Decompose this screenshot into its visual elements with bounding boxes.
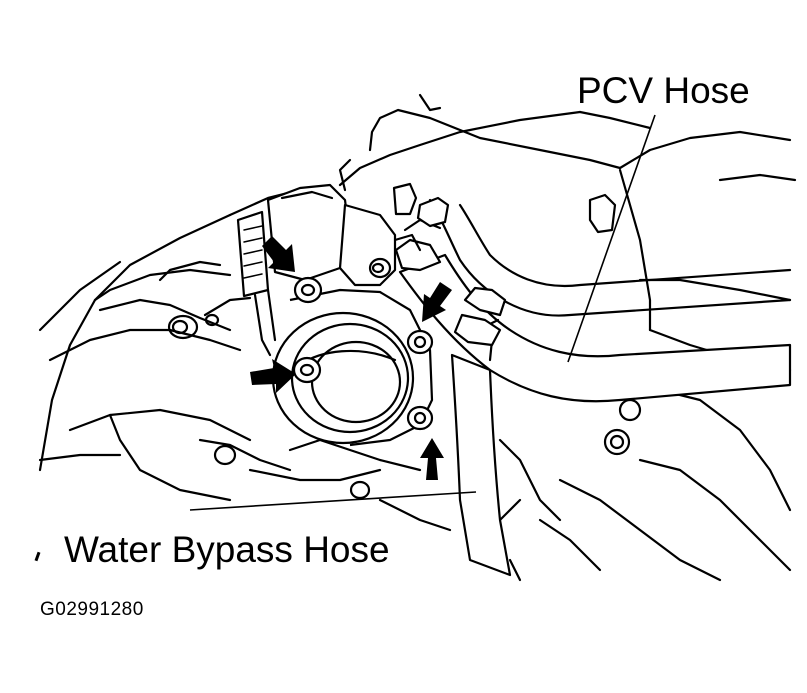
bolt-left bbox=[292, 356, 322, 384]
arrow-right-lower-bolt bbox=[420, 438, 444, 480]
arrow-upper-bolt bbox=[262, 236, 295, 272]
arrow-right-upper-bolt bbox=[422, 282, 452, 322]
bolt-right-lower bbox=[406, 405, 434, 431]
removal-arrows bbox=[250, 236, 452, 480]
water-bypass-hose bbox=[450, 313, 512, 577]
pcv-hose bbox=[394, 196, 792, 403]
pcv-hose-label: PCV Hose bbox=[577, 70, 750, 111]
water-bypass-hose-leader bbox=[189, 491, 477, 511]
pcv-hose-leader bbox=[567, 114, 656, 363]
bolt-upper bbox=[293, 276, 323, 304]
figure-code: G02991280 bbox=[40, 599, 144, 620]
bolt-right-upper bbox=[406, 329, 434, 355]
arrow-left-bolt bbox=[250, 359, 296, 393]
water-bypass-hose-label: Water Bypass Hose bbox=[64, 529, 390, 570]
throttle-body bbox=[236, 182, 434, 447]
